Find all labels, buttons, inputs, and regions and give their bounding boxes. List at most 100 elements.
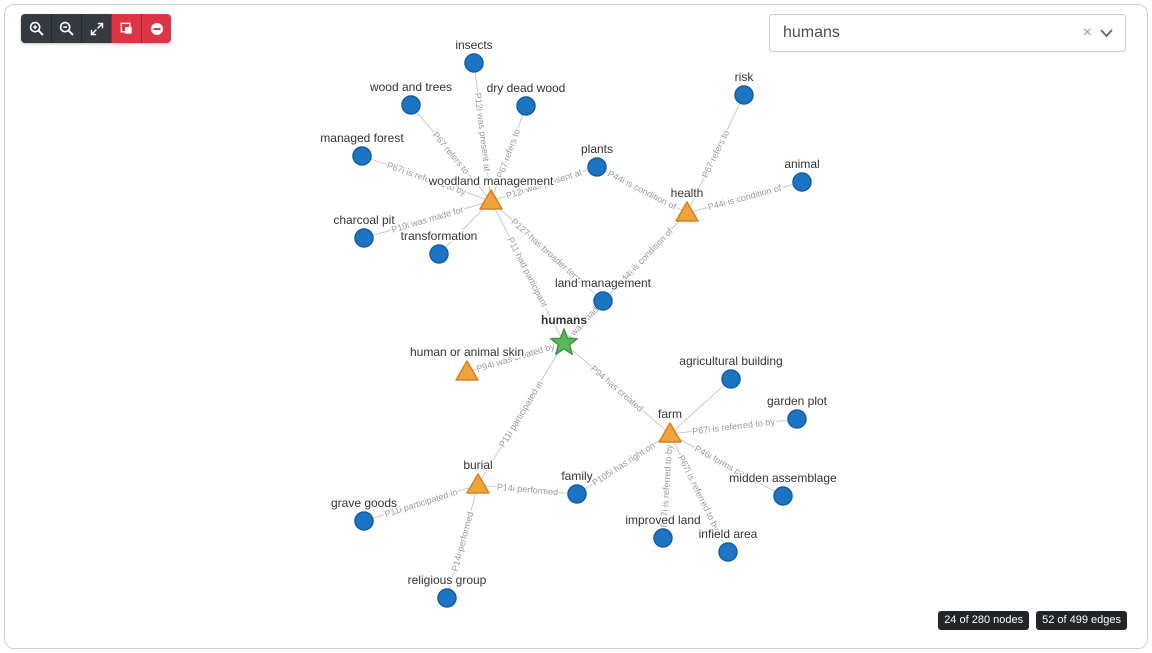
edge-label: P14i performed xyxy=(496,482,558,498)
node-label-insects: insects xyxy=(455,38,492,52)
node-label-humans: humans xyxy=(541,313,587,327)
edges-count-badge: 52 of 499 edges xyxy=(1036,611,1127,630)
edge-label: P44i is condition of xyxy=(707,183,783,212)
edge-plants-woodland-management xyxy=(490,166,598,202)
node-infield-area[interactable] xyxy=(718,542,738,562)
node-garden-plot[interactable] xyxy=(787,409,807,429)
node-label-human-or-animal-skin: human or animal skin xyxy=(410,345,524,359)
remove-node-button[interactable] xyxy=(141,14,171,43)
node-dry-dead-wood[interactable] xyxy=(516,96,536,116)
status-badges: 24 of 280 nodes 52 of 499 edges xyxy=(938,611,1127,630)
search-input[interactable] xyxy=(770,24,1079,42)
node-label-wood-and-trees: wood and trees xyxy=(369,80,452,94)
fit-to-screen-button[interactable] xyxy=(81,14,111,43)
node-midden-assemblage[interactable] xyxy=(773,486,793,506)
duplicate-view-button[interactable] xyxy=(111,14,141,43)
edge-burial-family xyxy=(477,484,578,495)
node-farm[interactable] xyxy=(658,422,682,443)
edge-label: P105i has right on xyxy=(590,440,656,488)
chevron-down-icon[interactable] xyxy=(1100,29,1125,38)
node-plants[interactable] xyxy=(587,157,607,177)
minus-circle-icon xyxy=(149,21,165,37)
node-label-transformation: transformation xyxy=(401,229,478,243)
expand-icon xyxy=(89,21,105,37)
edge-dry-dead-wood-woodland-management xyxy=(490,105,527,202)
node-label-woodland-management: woodland management xyxy=(428,174,554,188)
edge-woodland-management-humans xyxy=(490,200,565,344)
edge-label: P67 refers to xyxy=(495,128,522,180)
node-label-midden-assemblage: midden assemblage xyxy=(729,471,837,485)
edge-burial-religious-group xyxy=(446,484,479,599)
node-label-agricultural-building: agricultural building xyxy=(679,354,782,368)
node-risk[interactable] xyxy=(734,85,754,105)
node-human-or-animal-skin[interactable] xyxy=(455,360,479,381)
edge-farm-infield-area xyxy=(669,433,729,553)
edge-plants-health xyxy=(596,166,688,214)
zoom-in-button[interactable] xyxy=(21,14,51,43)
node-humans[interactable] xyxy=(549,328,579,356)
node-label-managed-forest: managed forest xyxy=(320,131,404,145)
node-label-farm: farm xyxy=(658,407,682,421)
graph-toolbar xyxy=(21,14,171,43)
nodes-count-badge: 24 of 280 nodes xyxy=(938,611,1030,630)
edge-transformation-woodland-management xyxy=(438,200,492,255)
node-label-land-management: land management xyxy=(555,276,652,290)
node-label-animal: animal xyxy=(784,157,819,171)
node-label-dry-dead-wood: dry dead wood xyxy=(487,81,566,95)
edge-humans-burial xyxy=(477,342,565,486)
edge-family-farm xyxy=(576,433,671,495)
node-improved-land[interactable] xyxy=(653,528,673,548)
edge-risk-health xyxy=(686,94,745,214)
edge-farm-agricultural-building xyxy=(669,378,732,435)
edge-humans-human-or-animal-skin xyxy=(466,342,565,373)
node-label-family: family xyxy=(561,469,592,483)
edge-label: P67i is referred to by xyxy=(692,417,776,437)
node-label-charcoal-pit: charcoal pit xyxy=(333,213,395,227)
node-wood-and-trees[interactable] xyxy=(401,95,421,115)
node-religious-group[interactable] xyxy=(437,588,457,608)
node-health[interactable] xyxy=(675,201,699,222)
edge-burial-grave-goods xyxy=(363,484,479,522)
edge-farm-midden-assemblage xyxy=(669,433,784,497)
edge-farm-garden-plot xyxy=(669,418,798,435)
node-transformation[interactable] xyxy=(429,244,449,264)
edge-label: P44i is condition of xyxy=(606,168,678,212)
magnifier-plus-icon xyxy=(28,20,45,37)
node-managed-forest[interactable] xyxy=(352,146,372,166)
node-label-improved-land: improved land xyxy=(625,513,700,527)
edge-farm-improved-land xyxy=(662,433,671,539)
zoom-out-button[interactable] xyxy=(51,14,81,43)
edge-label: P67 refers to xyxy=(700,129,731,180)
edge-label: P94 has created xyxy=(589,363,645,413)
edge-label: P12i was present at xyxy=(473,92,493,172)
clear-search-icon[interactable]: × xyxy=(1082,24,1092,41)
node-insects[interactable] xyxy=(464,53,484,73)
node-label-infield-area: infield area xyxy=(699,527,758,541)
edge-insects-woodland-management xyxy=(473,62,492,202)
layers-icon xyxy=(119,21,134,36)
node-label-health: health xyxy=(671,186,704,200)
node-land-management[interactable] xyxy=(593,291,613,311)
node-search[interactable]: × xyxy=(769,14,1126,52)
node-burial[interactable] xyxy=(466,473,490,494)
node-label-risk: risk xyxy=(735,70,755,84)
edge-animal-health xyxy=(686,181,803,214)
node-grave-goods[interactable] xyxy=(354,511,374,531)
edge-label: P67 refers to xyxy=(431,130,472,176)
node-woodland-management[interactable] xyxy=(479,189,503,210)
edge-humans-farm xyxy=(563,342,671,435)
node-family[interactable] xyxy=(567,484,587,504)
node-label-garden-plot: garden plot xyxy=(767,394,828,408)
magnifier-minus-icon xyxy=(58,20,75,37)
node-agricultural-building[interactable] xyxy=(721,369,741,389)
edge-charcoal-pit-woodland-management xyxy=(363,200,492,239)
node-label-grave-goods: grave goods xyxy=(331,496,397,510)
edge-managed-forest-woodland-management xyxy=(361,155,492,202)
node-label-burial: burial xyxy=(463,458,492,472)
edge-wood-and-trees-woodland-management xyxy=(410,104,492,202)
node-charcoal-pit[interactable] xyxy=(354,228,374,248)
node-animal[interactable] xyxy=(792,172,812,192)
edge-woodland-management-land-management xyxy=(490,200,604,302)
